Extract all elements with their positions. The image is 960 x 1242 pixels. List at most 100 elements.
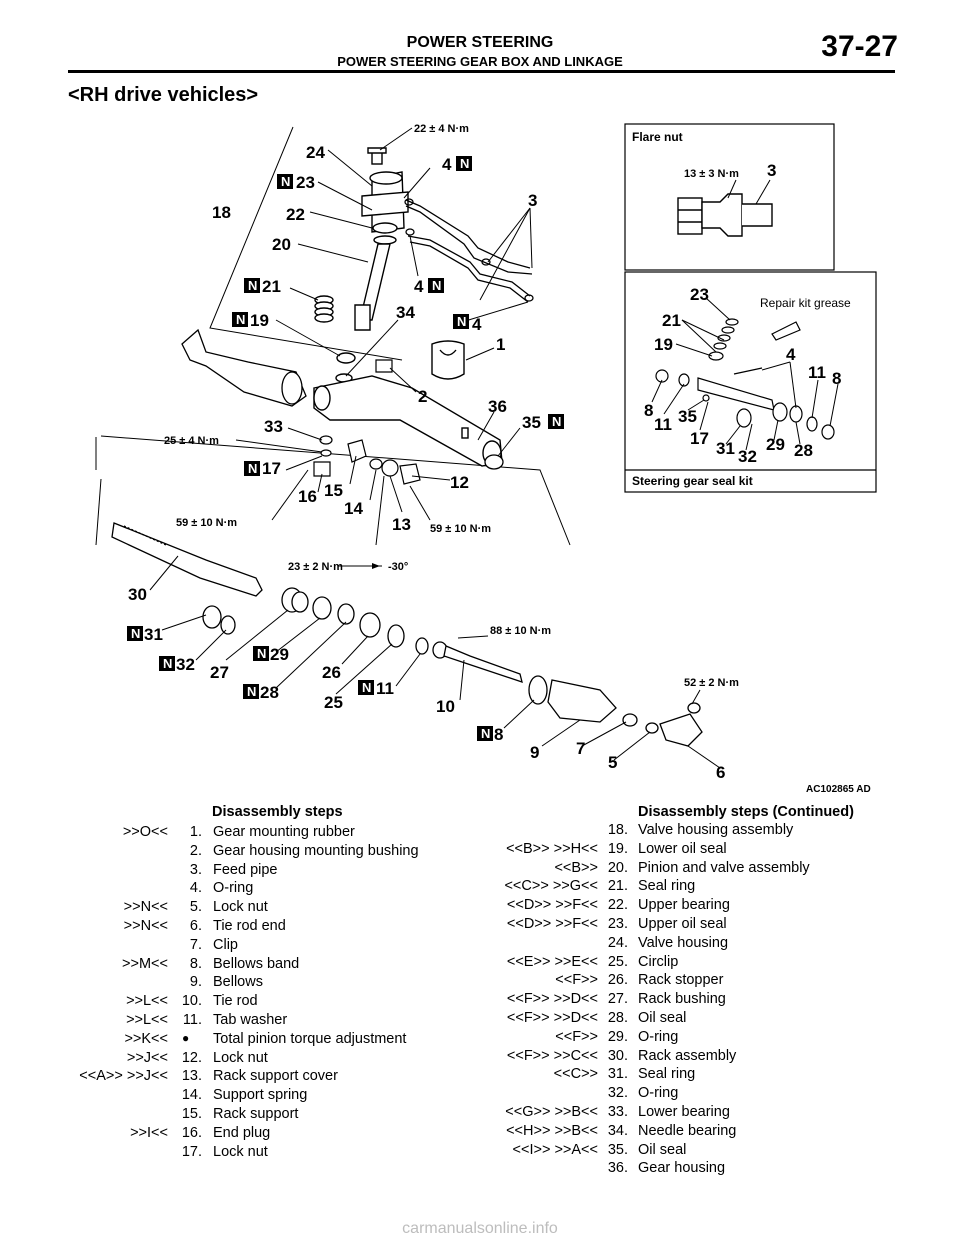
torque-25: 25 ± 4 N·m xyxy=(164,435,219,447)
step-ref-codes: <<B>> xyxy=(554,859,598,876)
step-row: >>K<<●Total pinion torque adjustment xyxy=(0,1031,470,1050)
step-part-name: Lower bearing xyxy=(638,1104,730,1120)
valve-housing-top xyxy=(369,171,403,185)
step-row: <<F>>26.Rack stopper xyxy=(470,972,950,991)
callout-numbers: 24 23 18 22 20 21 19 4 4 4 3 34 1 2 36 3… xyxy=(128,143,725,782)
gear-housing xyxy=(313,375,503,467)
kit-callout-11b: 11 xyxy=(654,415,672,434)
inset-kit-grease: Repair kit grease xyxy=(760,296,851,310)
n-mark-4a: N xyxy=(456,156,472,171)
callout-23: 23 xyxy=(296,173,315,192)
kit-callout-21: 21 xyxy=(662,311,681,330)
kit-callout-8b: 8 xyxy=(644,401,653,420)
torque-52: 52 ± 2 N·m xyxy=(684,677,739,689)
callout-33: 33 xyxy=(264,417,283,436)
step-row: <<F>>29.O-ring xyxy=(470,1029,950,1048)
step-ref-codes: >>N<< xyxy=(123,899,168,916)
step-part-name: Rack bushing xyxy=(638,991,726,1008)
step-row: <<C>> >>G<<21.Seal ring xyxy=(470,878,950,897)
cover-13 xyxy=(381,459,399,477)
callout-10: 10 xyxy=(436,697,455,716)
step-row: >>J<<12.Lock nut xyxy=(0,1050,470,1069)
circlip-25 xyxy=(387,624,405,648)
step-part-name: Upper oil seal xyxy=(638,916,727,932)
svg-text:N: N xyxy=(163,656,172,671)
kit-callout-4: 4 xyxy=(786,345,796,364)
flare-nut-hex xyxy=(677,197,703,235)
n-mark-28: N xyxy=(243,684,259,699)
step-part-name: Feed pipe xyxy=(213,861,278,878)
step-row: <<B>> >>H<<19.Lower oil seal xyxy=(470,841,950,860)
n-mark-23: N xyxy=(277,174,293,189)
step-row: 36.Gear housing xyxy=(470,1160,950,1179)
step-row: >>L<<10.Tie rod xyxy=(0,993,470,1012)
svg-text:N: N xyxy=(248,278,257,293)
step-number: 28. xyxy=(607,1010,628,1026)
step-row: <<F>> >>D<<28.Oil seal xyxy=(470,1010,950,1029)
step-row: <<D>> >>F<<23.Upper oil seal xyxy=(470,916,950,935)
pinion-shaft xyxy=(359,243,391,321)
step-row: 2.Gear housing mounting bushing xyxy=(0,843,470,862)
step-ref-codes: <<D>> >>F<< xyxy=(506,897,598,914)
step-part-name: Lower oil seal xyxy=(638,840,727,857)
feed-pipe-a xyxy=(405,199,531,269)
tie-rod-end-body xyxy=(181,328,307,407)
step-row: >>M<<8.Bellows band xyxy=(0,956,470,975)
step-row: <<F>> >>D<<27.Rack bushing xyxy=(470,991,950,1010)
callout-3: 3 xyxy=(528,191,537,210)
callout-25: 25 xyxy=(324,693,343,712)
step-number: 9. xyxy=(189,974,202,991)
torque-23: 23 ± 2 N·m xyxy=(288,561,343,573)
callout-20: 20 xyxy=(272,235,291,254)
page-number: 37-27 xyxy=(821,30,898,63)
oring-29 xyxy=(312,596,332,620)
oring-4a xyxy=(405,228,415,236)
n-mark-17: N xyxy=(244,461,260,476)
step-part-name: Clip xyxy=(213,936,238,953)
step-row: >>I<<16.End plug xyxy=(0,1125,470,1144)
svg-text:N: N xyxy=(457,314,466,329)
step-ref-codes: <<H>> >>B<< xyxy=(506,1122,598,1139)
section-title: <RH drive vehicles> xyxy=(68,84,259,106)
step-number: 34. xyxy=(607,1122,628,1139)
ball-stud xyxy=(687,702,701,714)
leader-lines xyxy=(149,149,721,769)
oring-32 xyxy=(220,615,236,635)
torque-arrow xyxy=(372,563,380,569)
new-part-marks: N N N N N N N N N N N N N N xyxy=(127,156,564,741)
step-number: 15. xyxy=(181,1106,202,1122)
step-part-name: Valve housing xyxy=(638,934,729,951)
step-part-name: Lock nut xyxy=(213,1049,268,1066)
callout-17: 17 xyxy=(262,459,281,478)
pinion-gear xyxy=(354,304,371,331)
step-row: <<C>>31.Seal ring xyxy=(470,1066,950,1085)
step-row: 17.Lock nut xyxy=(0,1144,470,1163)
step-ref-codes: >>L<< xyxy=(126,993,168,1010)
step-ref-codes: <<A>> >>J<< xyxy=(79,1068,168,1085)
step-part-name: Gear housing mounting bushing xyxy=(213,842,419,859)
callout-28: 28 xyxy=(260,683,279,702)
torque-deg: -30° xyxy=(388,561,408,573)
feed-pipe-d xyxy=(409,241,529,303)
step-number: 20. xyxy=(607,859,628,876)
step-ref-codes: >>O<< xyxy=(122,824,168,840)
step-row: 9.Bellows xyxy=(0,974,470,993)
mounting-rubber-1 xyxy=(431,340,465,380)
tie-rod-shaft xyxy=(443,645,523,683)
callout-18: 18 xyxy=(212,203,231,222)
step-row: <<B>>20.Pinion and valve assembly xyxy=(470,860,950,879)
step-number: 11. xyxy=(182,1012,202,1028)
callout-11: 11 xyxy=(376,679,394,698)
valve-flange xyxy=(361,191,409,217)
n-mark-31: N xyxy=(127,626,143,641)
callout-12: 12 xyxy=(450,473,469,492)
callout-15: 15 xyxy=(324,481,343,500)
n-mark-32: N xyxy=(159,656,175,671)
step-number: 16. xyxy=(181,1124,202,1141)
bellows-group xyxy=(528,675,703,747)
step-number: 25. xyxy=(607,953,628,970)
step-part-name: Tie rod end xyxy=(213,918,286,934)
svg-text:N: N xyxy=(281,174,290,189)
callout-22: 22 xyxy=(286,205,305,224)
callout-7: 7 xyxy=(576,739,585,758)
